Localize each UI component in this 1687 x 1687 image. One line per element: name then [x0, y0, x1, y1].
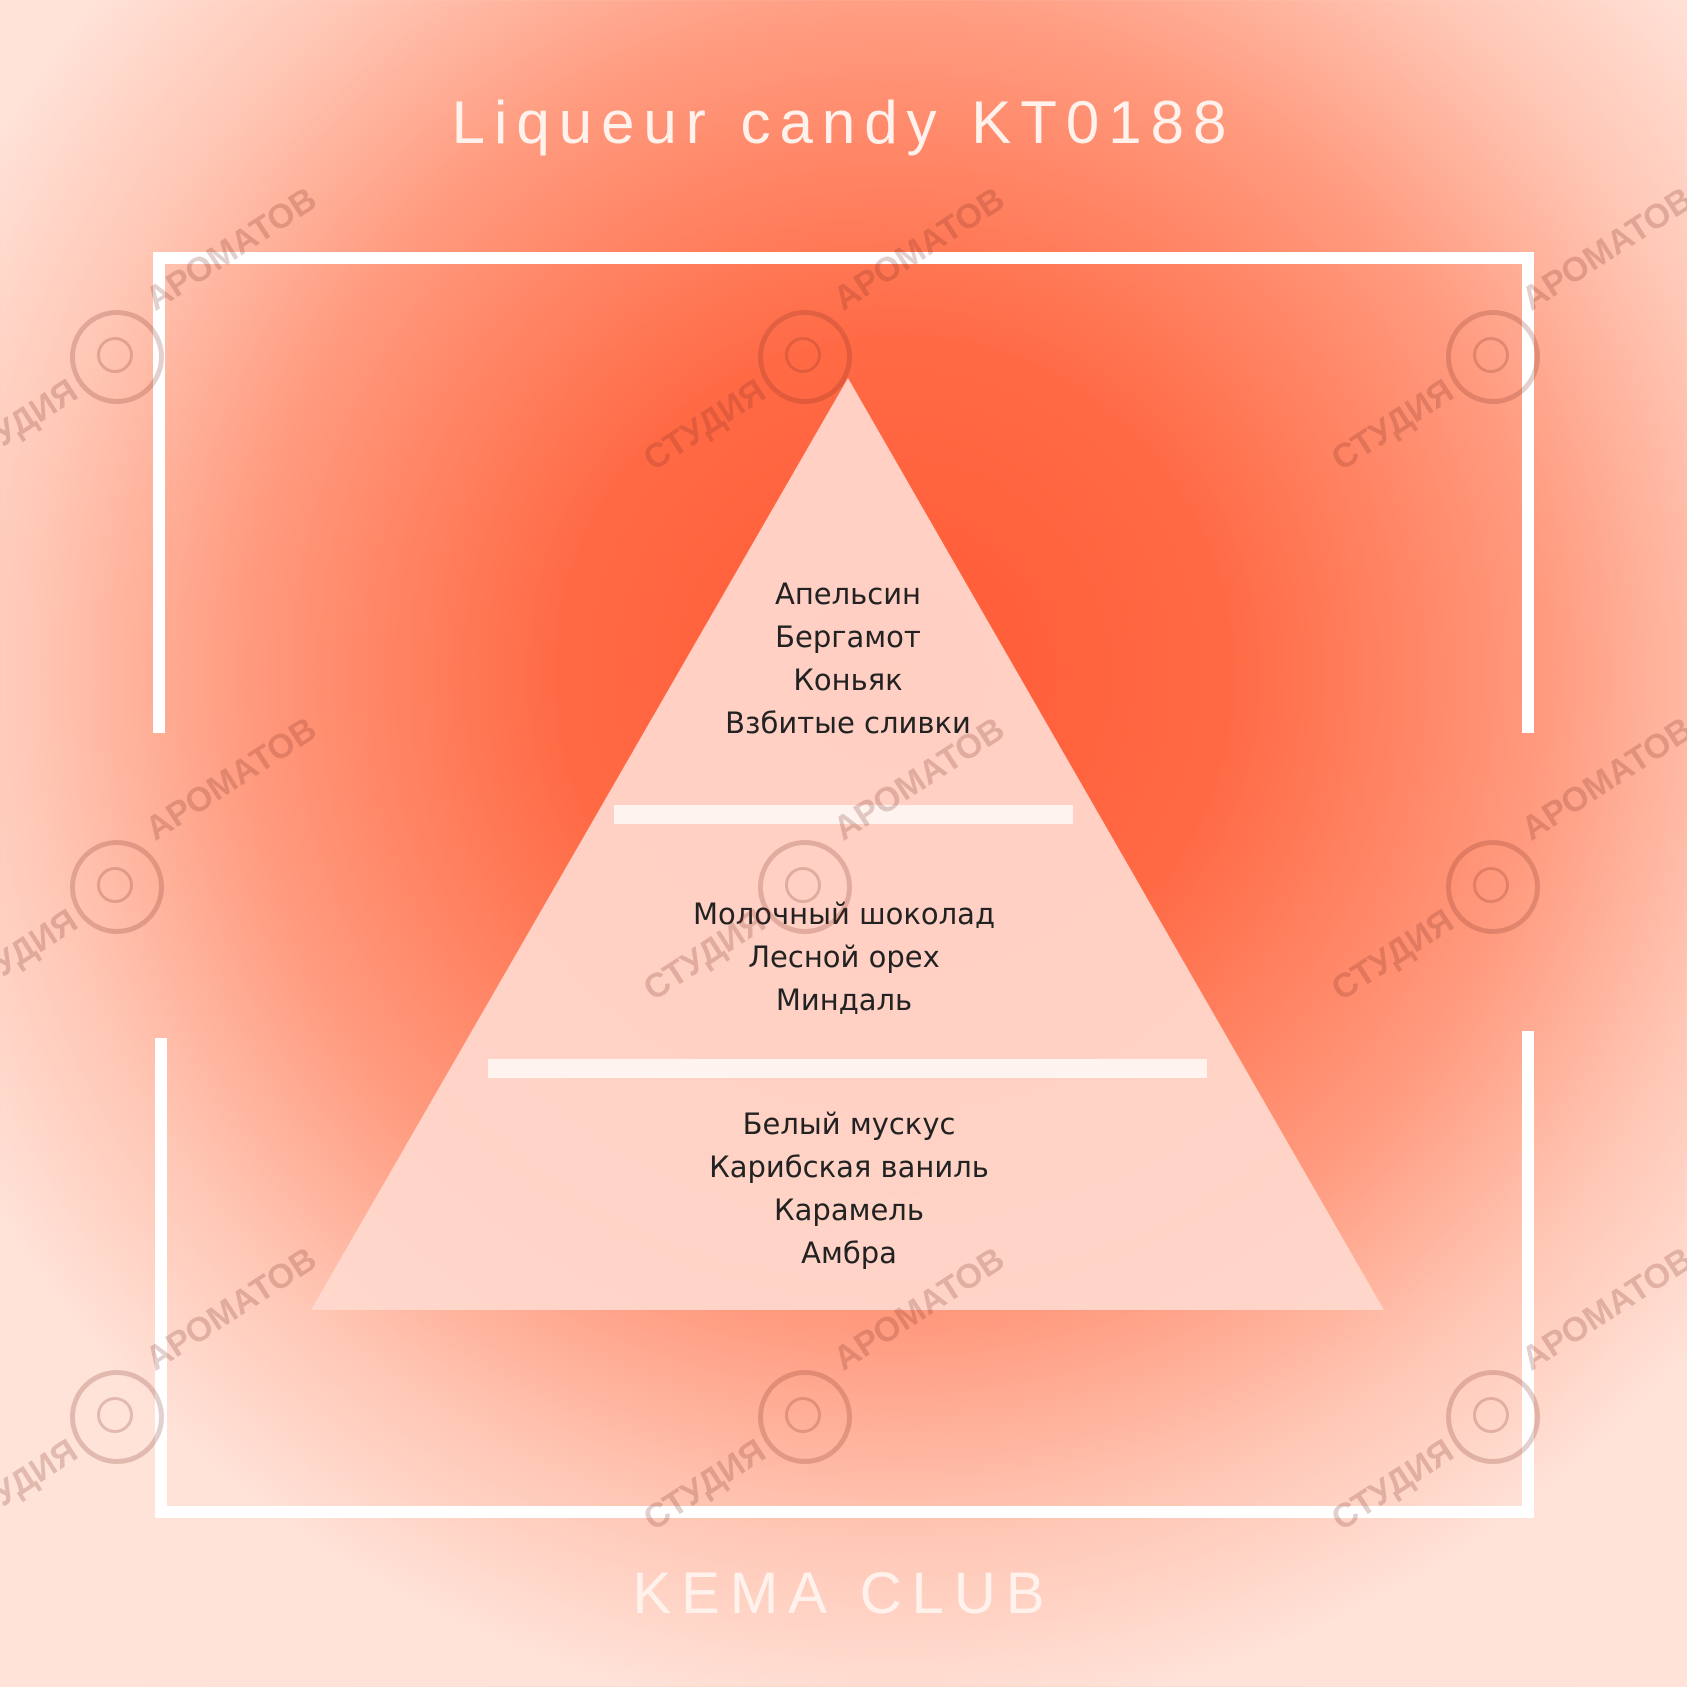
base-note: Карамель — [774, 1193, 924, 1227]
frame-border — [153, 252, 1534, 1518]
middle-notes: Молочный шоколад Лесной орех Миндаль — [624, 893, 1064, 1022]
top-note: Коньяк — [793, 663, 903, 697]
base-notes: Белый мускус Карибская ваниль Карамель А… — [624, 1103, 1074, 1275]
pyramid-divider-bottom — [488, 1059, 1207, 1078]
base-note: Белый мускус — [742, 1107, 956, 1141]
middle-note: Миндаль — [775, 983, 913, 1017]
top-notes: Апельсин Бергамот Коньяк Взбитые сливки — [648, 573, 1048, 745]
middle-note: Лесной орех — [748, 940, 940, 974]
pyramid-divider-top — [614, 805, 1073, 824]
middle-note: Молочный шоколад — [693, 897, 995, 931]
top-note: Взбитые сливки — [725, 706, 971, 740]
top-note: Бергамот — [775, 620, 921, 654]
base-note: Карибская ваниль — [709, 1150, 989, 1184]
base-note: Амбра — [801, 1236, 897, 1270]
page-title: Liqueur candy KT0188 — [451, 89, 1236, 156]
brand-footer: KEMA CLUB — [632, 1561, 1055, 1626]
top-note: Апельсин — [774, 577, 922, 611]
